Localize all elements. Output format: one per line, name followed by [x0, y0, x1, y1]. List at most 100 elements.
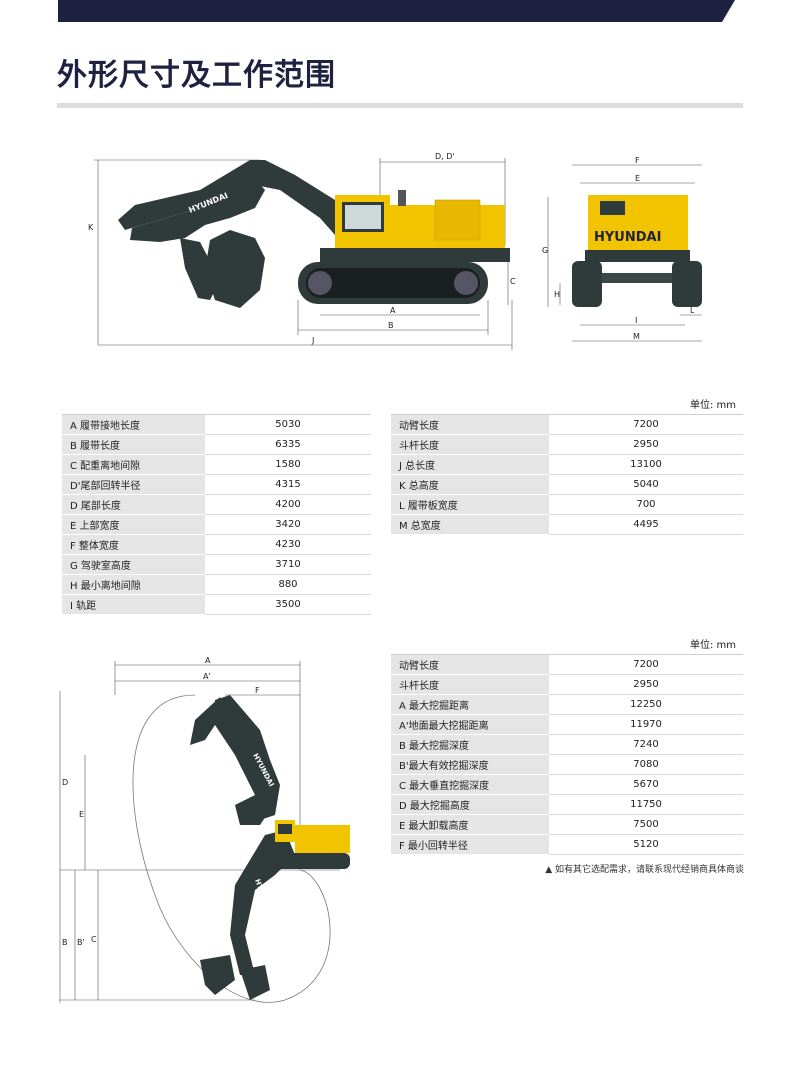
row-label: 斗杆长度 [391, 674, 549, 695]
page-title: 外形尺寸及工作范围 [57, 58, 336, 93]
row-label: F 整体宽度 [62, 534, 205, 555]
row-label: K 总高度 [391, 474, 549, 495]
row-label: H 最小离地间隙 [62, 574, 205, 595]
row-label: L 履带板宽度 [391, 494, 549, 515]
row-label: 斗杆长度 [391, 434, 549, 455]
row-value: 13100 [549, 454, 743, 475]
side-view-diagram: HYUNDAI K D, D' C A B J [88, 152, 516, 350]
row-value: 6335 [205, 434, 371, 455]
row-label: G 驾驶室高度 [62, 554, 205, 575]
reach-brand-lower: HYUNDAI [253, 878, 273, 915]
rear-view-diagram: HYUNDAI F E G H L I M [542, 156, 702, 342]
row-value: 5040 [549, 474, 743, 495]
reach-dim-F: F [255, 686, 260, 695]
row-label: A'地面最大挖掘距离 [391, 714, 549, 735]
row-value: 11750 [549, 794, 743, 815]
row-value: 4200 [205, 494, 371, 515]
dim-C: C [510, 277, 516, 286]
working-range-diagram: HYUNDAI HYUNDAI A A' F D E B B' C [59, 656, 350, 1003]
row-label: E 上部宽度 [62, 514, 205, 535]
unit-label-2: 单位: mm [690, 640, 737, 651]
dim-L: L [690, 306, 695, 315]
row-value: 7080 [549, 754, 743, 775]
row-value: 3420 [205, 514, 371, 535]
row-value: 5120 [549, 834, 743, 855]
row-value: 4495 [549, 514, 743, 535]
unit-label-1: 单位: mm [690, 400, 737, 411]
row-label: C 配重离地间隙 [62, 454, 205, 475]
dim-DD: D, D' [435, 152, 455, 161]
row-value: 4315 [205, 474, 371, 495]
reach-dim-A: A [205, 656, 211, 665]
reach-dim-E: E [79, 810, 84, 819]
dim-I: I [635, 316, 637, 325]
row-label: B 履带长度 [62, 434, 205, 455]
row-value: 7200 [549, 654, 743, 675]
rear-brand: HYUNDAI [594, 230, 661, 245]
row-value: 700 [549, 494, 743, 515]
row-value: 7500 [549, 814, 743, 835]
header-bar [58, 0, 735, 22]
row-value: 2950 [549, 674, 743, 695]
row-value: 3500 [205, 594, 371, 615]
row-label: 动臂长度 [391, 414, 549, 435]
reach-dim-A2: A' [203, 672, 211, 681]
row-value: 3710 [205, 554, 371, 575]
row-label: I 轨距 [62, 594, 205, 615]
dim-A: A [390, 306, 396, 315]
row-value: 5030 [205, 414, 371, 435]
dim-E: E [635, 174, 640, 183]
row-value: 12250 [549, 694, 743, 715]
row-value: 1580 [205, 454, 371, 475]
row-label: 动臂长度 [391, 654, 549, 675]
row-label: D 最大挖掘高度 [391, 794, 549, 815]
row-value: 7200 [549, 414, 743, 435]
reach-dim-C: C [91, 935, 97, 944]
row-label: A 最大挖掘距离 [391, 694, 549, 715]
dim-J: J [311, 336, 314, 345]
reach-dim-B2: B' [77, 938, 85, 947]
dim-M: M [633, 332, 640, 341]
row-label: D'尾部回转半径 [62, 474, 205, 495]
row-label: A 履带接地长度 [62, 414, 205, 435]
reach-dim-B: B [62, 938, 68, 947]
row-label: D 尾部长度 [62, 494, 205, 515]
row-label: B'最大有效挖掘深度 [391, 754, 549, 775]
row-label: F 最小回转半径 [391, 834, 549, 855]
row-value: 7240 [549, 734, 743, 755]
dim-H: H [554, 290, 560, 299]
row-label: E 最大卸载高度 [391, 814, 549, 835]
row-label: M 总宽度 [391, 514, 549, 535]
options-note: ▲ 如有其它选配需求，请联系现代经销商具体商谈 [545, 865, 744, 875]
dim-G: G [542, 246, 548, 255]
dim-F: F [635, 156, 640, 165]
row-value: 11970 [549, 714, 743, 735]
row-value: 5670 [549, 774, 743, 795]
row-value: 2950 [549, 434, 743, 455]
row-label: J 总长度 [391, 454, 549, 475]
